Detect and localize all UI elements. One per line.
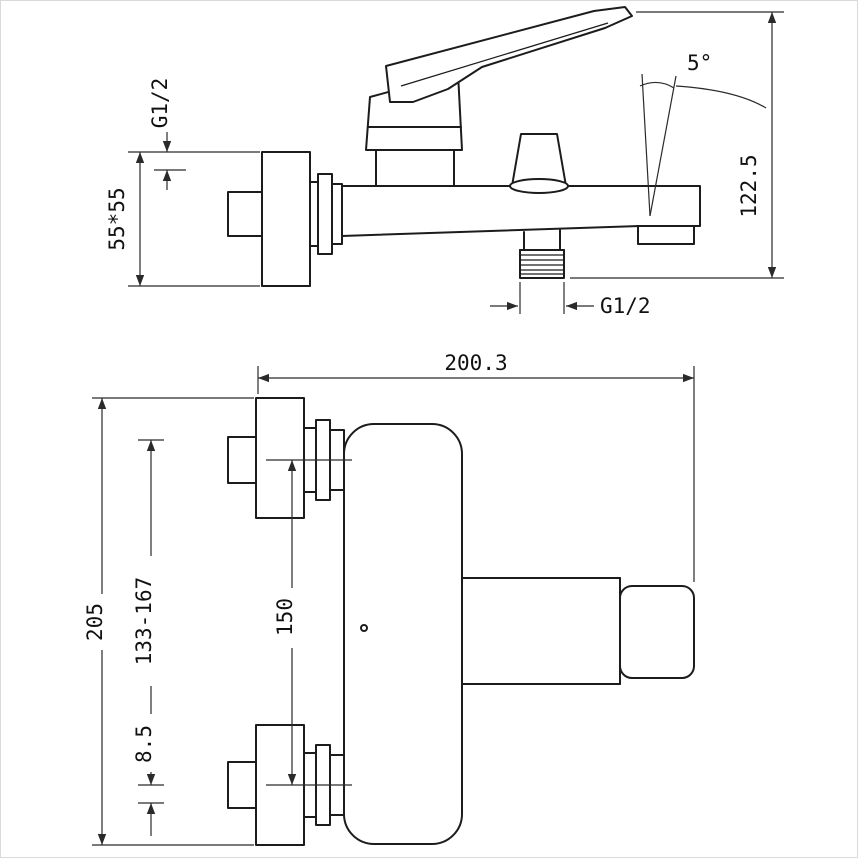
dim-label-5deg: 5° xyxy=(687,51,712,75)
dim-overall-height-front: 205 xyxy=(83,397,254,846)
spout-front xyxy=(461,577,695,685)
mixer-body-front xyxy=(343,423,463,845)
dim-overall-height-side: 122.5 xyxy=(570,11,784,279)
dim-label-122-5: 122.5 xyxy=(737,154,761,217)
dim-inlet-thread: G1/2 xyxy=(148,78,186,190)
shower-outlet-threads xyxy=(519,229,565,279)
side-view-dimensions: 122.5 5° G1/2 55*55 xyxy=(105,11,784,318)
set-screw-dot xyxy=(360,624,368,632)
wall-plate-side xyxy=(261,151,311,287)
upper-wall-plate xyxy=(255,397,305,519)
dim-inlet-centers: 150 xyxy=(266,459,352,786)
dim-plate-size: 55*55 xyxy=(105,151,260,287)
dim-adjustable-centers: 133-167 8.5 xyxy=(132,439,164,836)
mixer-body-side xyxy=(341,185,701,245)
square-nut-side xyxy=(227,191,263,237)
upper-wall-assembly xyxy=(227,397,345,519)
dim-label-150: 150 xyxy=(273,598,297,636)
dim-spout-angle: 5° xyxy=(639,51,767,217)
diverter-knob xyxy=(509,133,569,194)
front-view xyxy=(227,397,695,846)
spout-end-cap xyxy=(619,585,695,679)
lever-handle xyxy=(385,6,633,103)
dim-label-133-167: 133-167 xyxy=(132,577,156,666)
lower-square-nut xyxy=(227,761,257,809)
union-nut-side xyxy=(309,173,343,255)
dim-label-g12-inlet: G1/2 xyxy=(148,78,172,129)
side-view xyxy=(227,6,701,287)
front-view-dimensions: 200.3 205 133-167 8.5 150 xyxy=(83,351,695,846)
dim-overall-width: 200.3 xyxy=(257,351,695,582)
dim-label-200-3: 200.3 xyxy=(444,351,507,375)
dim-label-205: 205 xyxy=(83,603,107,641)
dim-outlet-thread: G1/2 xyxy=(490,282,651,318)
dim-label-55x55: 55*55 xyxy=(105,187,129,250)
upper-square-nut xyxy=(227,436,257,484)
dim-label-g12-outlet: G1/2 xyxy=(600,294,651,318)
dim-label-8-5: 8.5 xyxy=(132,725,156,763)
